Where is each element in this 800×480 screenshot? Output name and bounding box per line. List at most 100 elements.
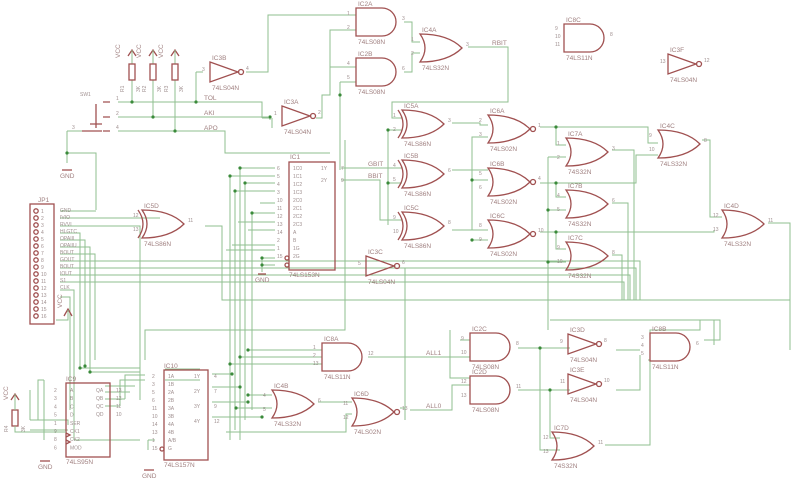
ic7d-pin: 11 (598, 440, 603, 446)
jp1-signal-label: IOUT (60, 271, 72, 277)
ic2a-pin: 3 (402, 16, 405, 22)
jp1-pin-hole (33, 257, 39, 263)
gnd-label: GND (255, 277, 270, 284)
ic9-pin: 2 (54, 388, 57, 394)
resistor-r4 (11, 409, 19, 427)
ic5b-pin: 6 (448, 168, 451, 174)
ic5b-part: 74LS86N (404, 191, 431, 198)
ic10-pin-label: 4Y (194, 419, 201, 425)
vcc-label: VCC (158, 44, 165, 58)
jp1-pin-number: 2 (41, 216, 44, 222)
ic8c-pin: 9 (555, 26, 558, 32)
junction-dot (386, 181, 390, 185)
ic1-pin-label: 1G (293, 246, 300, 252)
ic9-pin: 10 (116, 412, 122, 418)
ic2d-pin: 12 (461, 379, 467, 385)
junction-dot (238, 385, 242, 389)
ic10-pin: 15 (152, 446, 158, 452)
resistor-r2-value: 3K (157, 85, 163, 92)
gnd-label: GND (38, 464, 53, 471)
ic4d-part: 74LS32N (724, 241, 751, 248)
ic10-pin-label: 1Y (194, 374, 201, 380)
ic3c-pin: 6 (402, 260, 405, 266)
junction-dot (470, 178, 474, 182)
ic9-pin: 12 (116, 396, 122, 402)
ic2a-pin: 2 (347, 25, 350, 31)
jp1-pin-hole (33, 250, 39, 256)
vcc-arrow (63, 307, 73, 317)
jp1-signal-label: OPAIIU (60, 243, 77, 249)
junction-dot (65, 151, 69, 155)
jp1-pin-number: 12 (41, 286, 47, 292)
ic10-pin-label: 3Y (194, 404, 201, 410)
junction-dot (78, 366, 82, 370)
jp1-signal-label: BOUT (60, 264, 74, 270)
jp1-signal-label: BOUT (60, 250, 74, 256)
jp1-pin-hole (33, 299, 39, 305)
ic1-pin-label: 2C0 (293, 198, 302, 204)
ic3f-part: 74LS04N (670, 77, 697, 84)
jp1-pin-hole (33, 285, 39, 291)
ic1-pin: 5 (277, 174, 280, 180)
net-label-tol: TOL (204, 95, 217, 102)
ic2b-pin: 4 (347, 61, 350, 67)
ic4d-pin: 12 (713, 213, 719, 219)
ic6a-name: IC6A (490, 108, 505, 115)
resistor-r4-value: 3K (21, 425, 27, 432)
junction-dot (260, 263, 264, 267)
ic10-pin-label: 3B (168, 414, 175, 420)
ic3e-name: IC3E (570, 367, 585, 374)
ic10-pin-label: 2Y (194, 389, 201, 395)
junction-dot (554, 230, 558, 234)
ic4d-pin: 11 (768, 218, 773, 224)
junction-dot (151, 115, 155, 119)
ic4a-part: 74LS32N (422, 65, 449, 72)
vcc-label: VCC (57, 294, 64, 308)
junction-dot (260, 415, 264, 419)
ic1-name: IC1 (290, 154, 301, 161)
jp1-pin-hole (33, 306, 39, 312)
ic5b-name: IC5B (404, 153, 418, 160)
ic9-pin-label: CK2 (70, 437, 80, 443)
ic8a-part: 74LS11N (324, 374, 351, 381)
ic2c-pin: 8 (516, 341, 519, 347)
ic1-pin-label: A (293, 230, 297, 236)
ic10-pin: 7 (214, 389, 217, 395)
ic8b-name: IC8B (652, 326, 666, 333)
ic5c-pin: 9 (393, 215, 396, 221)
ic1-pin: 14 (277, 230, 283, 236)
ic7a-pin: 1 (557, 141, 560, 147)
jp1-signal-label: HLGTC (60, 229, 77, 235)
ic5c-pin: 10 (393, 229, 399, 235)
ic10-pin: 10 (152, 414, 158, 420)
ic1-part: 74LS153N (289, 272, 320, 279)
switch-pin: 3 (72, 125, 75, 131)
junction-dot (173, 129, 177, 133)
ic7d-name: IC7D (554, 425, 569, 432)
ic7d-pin: 12 (543, 435, 549, 441)
ic3c-pin: 5 (358, 261, 361, 267)
ic9-pin-label: QA (96, 388, 104, 394)
ic9-pin-label: D (70, 413, 74, 419)
junction-dot (546, 208, 550, 212)
resistor-r3-label: R3 (164, 85, 170, 92)
net-label-bbit: BBIT (368, 173, 382, 180)
ic9-pin: 13 (116, 388, 122, 394)
ic6b-name: IC6B (490, 161, 504, 168)
junction-dot (230, 372, 234, 376)
ic5b-pin: 4 (393, 163, 396, 169)
ic10-pin: 3 (152, 382, 155, 388)
ic10-pin: 9 (214, 404, 217, 410)
ic6c-part: 74LS02N (490, 251, 517, 258)
ic8b-pin: 3 (641, 335, 644, 341)
ic5d-pin: 13 (133, 227, 139, 233)
net-label-all0: ALL0 (426, 403, 442, 410)
ic1-pin: 6 (277, 166, 280, 172)
